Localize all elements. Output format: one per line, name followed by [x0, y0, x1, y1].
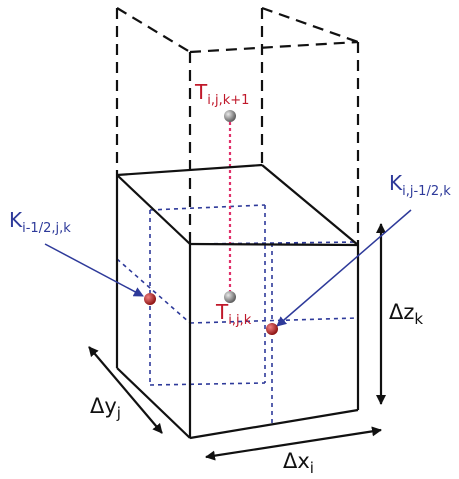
- k-left-label: Ki-1/2,j,k: [9, 208, 71, 236]
- dx-label: Δxi: [283, 449, 314, 477]
- t-top-label: Ti,j,k+1: [194, 80, 249, 108]
- cell-visible-edges: [115, 163, 360, 440]
- t-center-node: [224, 291, 236, 303]
- dz-label: Δzk: [389, 300, 423, 328]
- k-left-face-node: [144, 293, 156, 305]
- k-right-label: Ki,j-1/2,k: [389, 171, 451, 199]
- dy-dimension-arrow: [88, 346, 163, 434]
- dy-label: Δyj: [90, 394, 121, 422]
- t-top-node: [224, 110, 236, 122]
- k-right-face-node: [266, 323, 278, 335]
- k-right-pointer-arrow: [276, 209, 412, 327]
- k-left-pointer-arrow: [44, 243, 144, 297]
- dx-dimension-arrow: [205, 426, 382, 461]
- upper-cell-dashed-edges: [115, 6, 360, 245]
- t-center-label: Ti,j,k: [215, 300, 252, 328]
